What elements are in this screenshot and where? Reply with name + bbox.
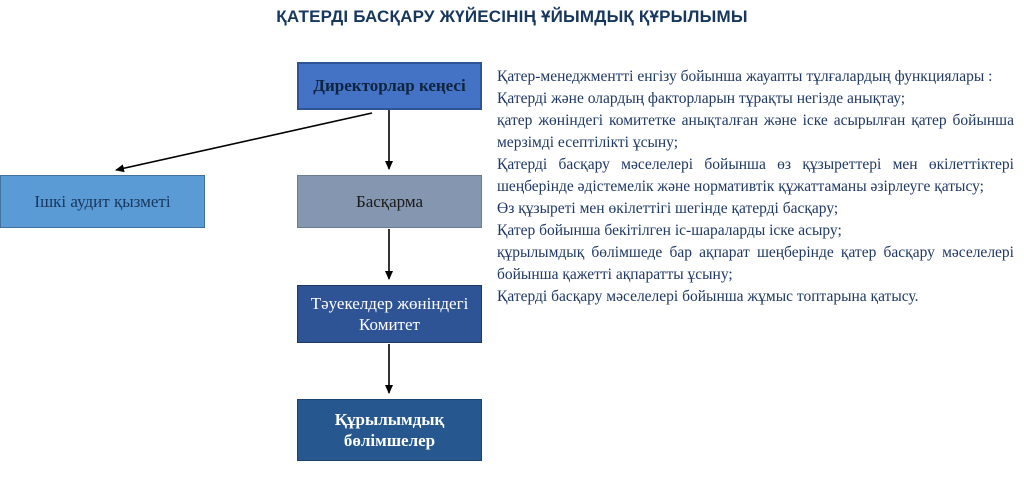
org-box-structural-subdivisions: Құрылымдық бөлімшелер bbox=[297, 399, 482, 461]
org-box-internal-audit: Ішкі аудит қызметі bbox=[0, 175, 205, 228]
functions-item: Қатерді басқару мәселелері бойынша жұмыс… bbox=[497, 288, 919, 305]
page-title: ҚАТЕРДІ БАСҚАРУ ЖҮЙЕСІНІҢ ҰЙЫМДЫҚ ҚҰРЫЛЫ… bbox=[276, 7, 748, 26]
functions-item: құрылымдық бөлімшеде бар ақпарат шеңбері… bbox=[497, 244, 1014, 283]
functions-text-block: Қатер-менеджментті енгізу бойынша жауапт… bbox=[497, 66, 1014, 308]
org-box-risk-committee: Тәуекелдер жөніндегі Комитет bbox=[297, 285, 482, 343]
functions-item: Қатерді және олардың факторларын тұрақты… bbox=[497, 90, 906, 107]
functions-item: Қатер бойынша бекітілген іс-шараларды іс… bbox=[497, 222, 842, 239]
functions-item: Қатерді басқару мәселелері бойынша өз құ… bbox=[497, 156, 1014, 195]
functions-item: қатер жөніндегі комитетке анықталған жән… bbox=[497, 112, 1014, 151]
arrow-board-to-audit bbox=[115, 112, 373, 173]
org-box-management: Басқарма bbox=[297, 175, 482, 228]
functions-item: Өз құзыреті мен өкілеттігі шегінде қатер… bbox=[497, 200, 839, 217]
org-box-board-of-directors: Директорлар кеңесі bbox=[297, 62, 482, 110]
functions-intro: Қатер-менеджментті енгізу бойынша жауапт… bbox=[497, 68, 993, 85]
